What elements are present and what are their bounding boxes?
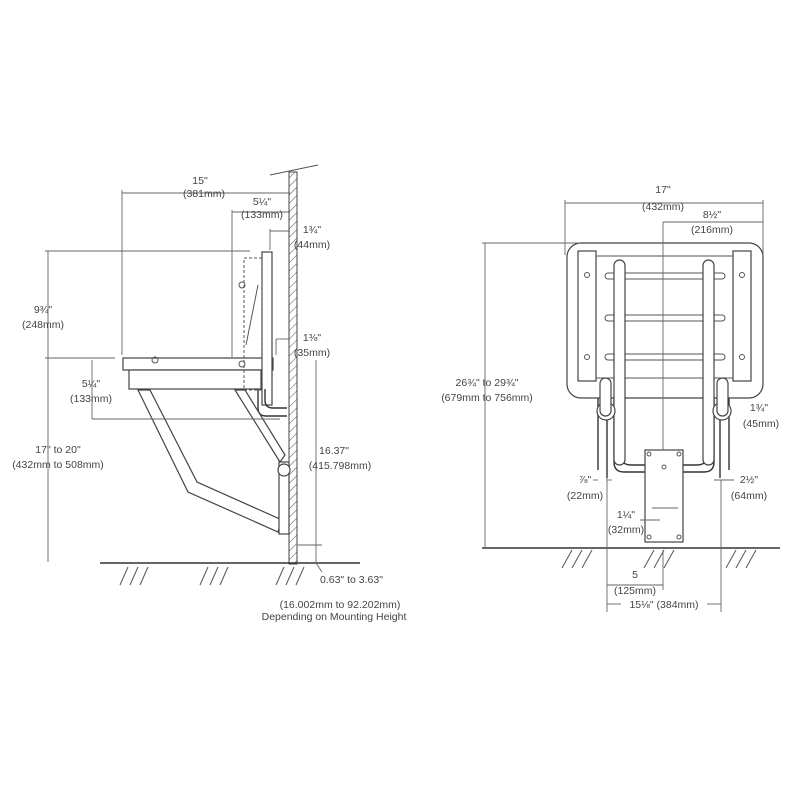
- dim-height-mm: (679mm to 756mm): [441, 392, 533, 404]
- dim-left-offset-in: ⅞": [579, 474, 592, 486]
- dim-seat-below-in: 5¼": [82, 378, 101, 390]
- seat-plate: [122, 357, 274, 371]
- dim-8-5-in: 8½": [703, 209, 722, 221]
- dim-1-375-mm: (35mm): [294, 347, 330, 359]
- dim-1-75-mm: (44mm): [294, 239, 330, 251]
- wall-plate: [644, 449, 684, 543]
- side-view: 15" (381mm) 5¼" (133mm) 1¾" (44mm) 9¾" (…: [12, 164, 407, 623]
- dim-floor-gap-note: Depending on Mounting Height: [262, 611, 407, 623]
- left-rail: [613, 259, 626, 466]
- dim-floor-gap-in: 0.63" to 3.63": [320, 574, 383, 586]
- dim-17-in: 17": [655, 184, 671, 196]
- dim-5-mm: (125mm): [614, 585, 656, 597]
- dim-rail-in: 1¾": [750, 402, 769, 414]
- dim-leg-span: 15⅛" (384mm): [629, 599, 698, 611]
- right-rail: [702, 259, 715, 466]
- dim-5-in: 5: [632, 569, 638, 581]
- front-view: 17" (432mm) 8½" (216mm) 26¾" to 29¾" (67…: [441, 184, 780, 612]
- wall: [288, 171, 298, 565]
- dim-plate-hole-in: 1¼": [617, 509, 636, 521]
- dim-16-37-mm: (415.798mm): [309, 460, 371, 472]
- dim-seat-height-mm: (432mm to 508mm): [12, 459, 104, 471]
- dim-1-75-in: 1¾": [303, 224, 322, 236]
- dim-seat-height-in: 17" to 20": [35, 444, 81, 456]
- dim-17-mm: (432mm): [642, 201, 684, 213]
- dim-seat-below-mm: (133mm): [70, 393, 112, 405]
- dim-16-37-in: 16.37": [319, 445, 349, 457]
- dim-9-75-in: 9¾": [34, 304, 53, 316]
- dim-plate-hole-mm: (32mm): [608, 524, 644, 536]
- dim-right-offset-mm: (64mm): [731, 490, 767, 502]
- dim-1-375-in: 1⅜": [303, 332, 322, 344]
- dim-5-25-in: 5¼": [253, 196, 272, 208]
- front-leg: [137, 389, 283, 533]
- dim-left-offset-mm: (22mm): [567, 490, 603, 502]
- dim-right-offset-in: 2½": [740, 474, 759, 486]
- floor-hatch: [119, 566, 305, 586]
- dim-5-25-mm: (133mm): [241, 209, 283, 221]
- dim-rail-mm: (45mm): [743, 418, 779, 430]
- wall-bracket: [278, 461, 290, 535]
- rear-leg: [233, 389, 286, 464]
- seat-underside: [128, 369, 262, 390]
- dim-8-5-mm: (216mm): [691, 224, 733, 236]
- dim-15-mm: (381mm): [183, 188, 225, 200]
- dim-height-in: 26¾" to 29¾": [456, 377, 519, 389]
- dim-floor-gap-mm: (16.002mm to 92.202mm): [280, 599, 401, 611]
- dim-15-in: 15": [192, 175, 208, 187]
- back-plate: [261, 251, 273, 406]
- dim-9-75-mm: (248mm): [22, 319, 64, 331]
